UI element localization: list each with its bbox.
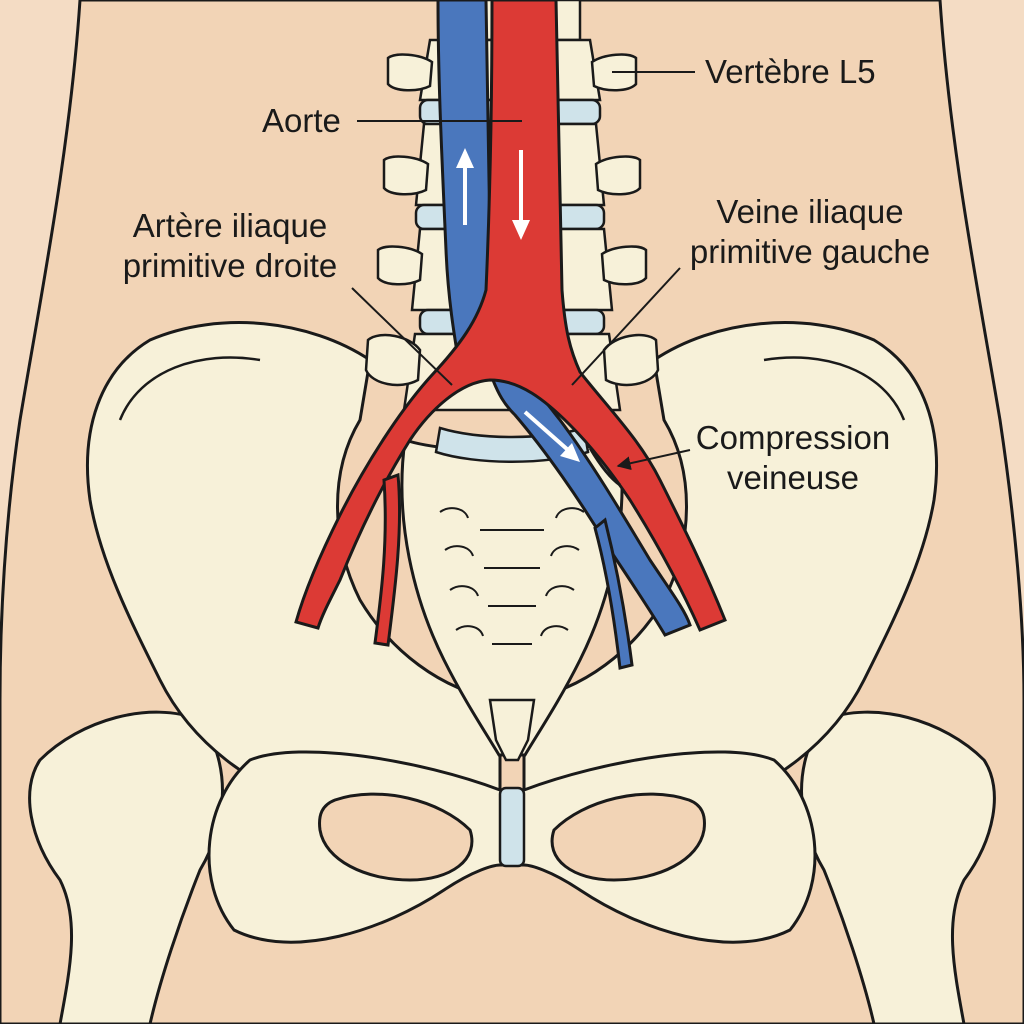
label-compression-line2: veineuse <box>726 459 860 496</box>
ilium-right-crest <box>118 356 261 421</box>
label-aorta: Aorte <box>262 102 341 139</box>
flow-arrows <box>456 148 580 462</box>
label-compression-line1: Compression <box>695 419 891 456</box>
right-internal-iliac-artery <box>373 472 402 647</box>
femur-left <box>800 710 996 1024</box>
left-common-iliac-vein <box>488 369 692 637</box>
left-internal-iliac-vein <box>593 517 634 670</box>
aorta <box>294 0 727 632</box>
label-left-common-iliac-vein: Veine iliaque primitive gauche <box>682 192 938 272</box>
label-right-artery-line2: primitive droite <box>122 247 338 284</box>
label-venous-compression: Compression veineuse <box>690 418 896 498</box>
label-right-common-iliac-artery: Artère iliaque primitive droite <box>112 206 348 286</box>
coccyx <box>488 698 536 762</box>
ilium-right <box>86 321 502 820</box>
obturator-foramen-left <box>550 792 706 882</box>
obturator-foramen-right <box>318 792 474 882</box>
label-right-artery-line1: Artère iliaque <box>132 207 328 244</box>
compression-site <box>588 447 621 487</box>
femur-right <box>28 710 224 1024</box>
leader-lines <box>351 71 695 471</box>
label-left-vein-line1: Veine iliaque <box>716 193 904 230</box>
pubic-symphysis <box>498 786 526 868</box>
label-vertebra-l5: Vertèbre L5 <box>705 53 876 90</box>
sacral-foramina <box>439 507 585 645</box>
label-left-vein-line2: primitive gauche <box>689 233 931 270</box>
ilium-left-crest <box>763 356 906 421</box>
